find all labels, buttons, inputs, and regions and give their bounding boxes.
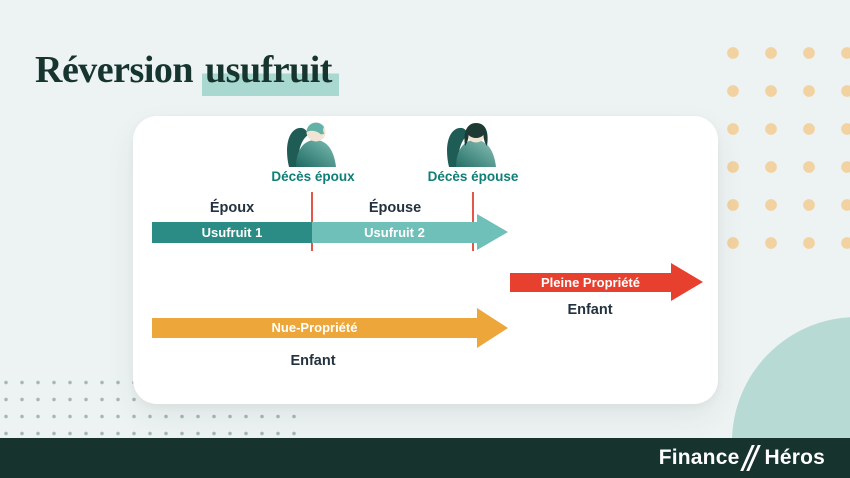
holder-label-enfant-nue: Enfant: [290, 353, 336, 369]
page-title-plain: Réversion: [35, 49, 194, 92]
logo-text-finance: Finance: [658, 446, 740, 469]
nue-propriete-arrowhead: [477, 308, 508, 348]
woman-in-armchair-icon: [447, 123, 496, 167]
nue-propriete-bar: Nue-Propriété: [152, 318, 477, 338]
page-title: Réversion usufruit: [35, 47, 339, 97]
finance-heros-logo: Finance Héros: [659, 438, 825, 478]
event-marker-line-2: [472, 192, 474, 251]
holder-label-enfant-pleine: Enfant: [567, 302, 613, 318]
pleine-propriete-arrowhead: [671, 263, 703, 301]
usufruit-2-bar: Usufruit 2: [312, 222, 477, 243]
man-in-armchair-icon: [287, 122, 336, 167]
page-title-highlighted-word: usufruit: [202, 49, 339, 97]
footer-bar: Finance Héros: [0, 438, 850, 478]
usufruit-arrowhead: [477, 214, 508, 250]
usufruit-1-bar: Usufruit 1: [152, 222, 312, 243]
diagram-card: Décès époux Décès épouse Époux Épouse Us…: [133, 116, 718, 404]
accent-dot-grid: [714, 34, 850, 267]
event-marker-line-1: [311, 192, 313, 251]
pleine-propriete-bar: Pleine Propriété: [510, 273, 671, 292]
logo-text-heros: Héros: [764, 446, 825, 469]
logo-double-slash-icon: [740, 445, 761, 471]
event-label-deces-epoux: Décès époux: [271, 169, 355, 184]
holder-label-epoux: Époux: [209, 200, 255, 216]
holder-label-epouse: Épouse: [368, 200, 422, 216]
event-label-deces-epouse: Décès épouse: [427, 169, 519, 184]
